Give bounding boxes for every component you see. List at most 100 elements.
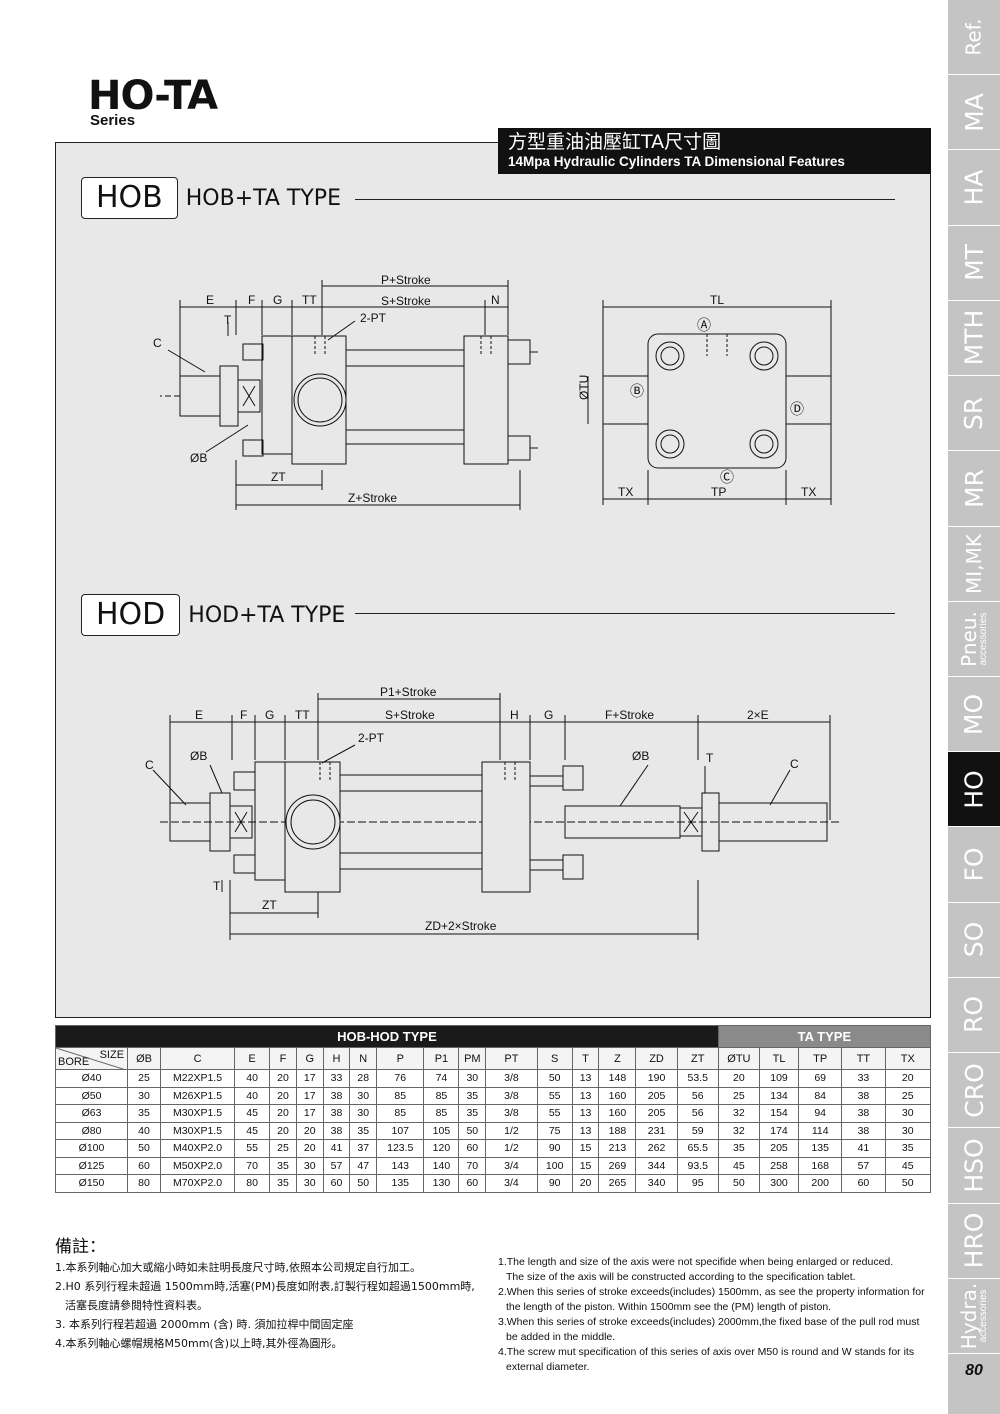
hob-end-view: TL ØTU TX TP TX Ⓐ Ⓑ Ⓒ Ⓓ [577, 293, 832, 505]
table-cell: 35 [127, 1104, 161, 1123]
table-cell: 30 [349, 1104, 378, 1123]
table-cell: 20 [295, 1121, 324, 1140]
tab-fo[interactable]: FO [948, 827, 1000, 903]
table-cell: 3/8 [485, 1104, 538, 1123]
table-cell: 70 [234, 1156, 271, 1175]
tab-label: MI,MK [962, 533, 987, 594]
tab-mth[interactable]: MTH [948, 301, 1000, 377]
table-cell: 188 [598, 1121, 637, 1140]
table-cell: 140 [423, 1156, 460, 1175]
hod-dim-c2: C [790, 757, 799, 771]
hob-box: HOB [81, 177, 178, 219]
table-cell: 1/2 [485, 1139, 538, 1158]
tab-label: HRO [959, 1212, 989, 1269]
table-cell: 20 [269, 1086, 297, 1105]
series-subtitle: Series [90, 112, 136, 129]
hob-dim-tx2: TX [801, 485, 816, 499]
tab-ha[interactable]: HA [948, 150, 1000, 226]
table-cell: M22XP1.5 [159, 1069, 236, 1088]
tab-label: HA [959, 169, 989, 206]
tab-cro[interactable]: CRO [948, 1053, 1000, 1129]
notes-english: 1.The length and size of the axis were n… [498, 1255, 928, 1375]
tab-mt[interactable]: MT [948, 226, 1000, 301]
hob-dim-tx1: TX [618, 485, 633, 499]
table-cell: 135 [798, 1139, 843, 1158]
tab-hydra[interactable]: Hydra.accessories [948, 1279, 1000, 1354]
tab-hso[interactable]: HSO [948, 1128, 1000, 1204]
tab-ro[interactable]: RO [948, 978, 1000, 1054]
table-cell: 35 [884, 1139, 932, 1158]
hob-dim-t: T [224, 313, 232, 327]
table-cell: 90 [536, 1139, 573, 1158]
table-cell: 160 [598, 1104, 637, 1123]
notes-heading: 備註： [55, 1237, 106, 1257]
note-en-4b: external diameter. [506, 1361, 590, 1373]
table-cell: 70 [458, 1156, 487, 1175]
tab-sublabel: accessories [978, 612, 990, 666]
table-cell: 30 [295, 1156, 324, 1175]
table-cell: 107 [376, 1121, 425, 1140]
hob-dim-tp: TP [711, 485, 726, 499]
tab-label: MTH [959, 310, 989, 366]
table-cell: 38 [841, 1086, 886, 1105]
tab-mo[interactable]: MO [948, 677, 1000, 753]
table-cell: 76 [376, 1069, 425, 1088]
table-cell: 30 [884, 1121, 932, 1140]
tab-hro[interactable]: HRO [948, 1204, 1000, 1279]
hob-dim-tt: TT [302, 293, 317, 307]
column-header: F [269, 1047, 297, 1070]
tab-sr[interactable]: SR [948, 376, 1000, 452]
tab-label: Pneu. [957, 611, 982, 667]
tab-label: Hydra. [957, 1282, 981, 1350]
hob-dim-tl: TL [710, 293, 724, 307]
table-cell: 13 [571, 1121, 600, 1140]
table-cell: 120 [423, 1139, 460, 1158]
column-header: ØTU [717, 1047, 760, 1070]
table-cell: 30 [349, 1086, 378, 1105]
table-cell: 56 [676, 1104, 719, 1123]
table-cell: 50 [458, 1121, 487, 1140]
table-cell: 30 [295, 1174, 324, 1193]
tab-ref[interactable]: Ref. [948, 0, 1000, 76]
table-cell: 35 [458, 1104, 487, 1123]
page-number: 80 [965, 1362, 983, 1379]
table-cell: 174 [758, 1121, 800, 1140]
tab-ho[interactable]: HO [948, 752, 1000, 828]
table-cell: 84 [798, 1086, 843, 1105]
hob-rule [355, 199, 895, 200]
notes-chinese: 1.本系列軸心加大或縮小時如未註明長度尺寸時,依照本公司規定自行加工。 2.H0… [55, 1258, 485, 1353]
table-cell: 262 [635, 1139, 678, 1158]
table-cell: 75 [536, 1121, 573, 1140]
table-cell: 35 [269, 1174, 297, 1193]
table-cell: 33 [841, 1069, 886, 1088]
tab-so[interactable]: SO [948, 903, 1000, 978]
page-title-en: 14Mpa Hydraulic Cylinders TA Dimensional… [508, 154, 845, 169]
column-header: C [159, 1047, 236, 1070]
table-cell: 200 [798, 1174, 843, 1193]
tab-mr[interactable]: MR [948, 451, 1000, 527]
table-cell: 95 [676, 1174, 719, 1193]
hob-side-view: E F G TT P+Stroke S+Stroke N T 2-PT C ØB… [153, 273, 538, 510]
table-cell: 17 [295, 1086, 324, 1105]
table-cell: 25 [884, 1086, 932, 1105]
table-cell: 25 [127, 1069, 161, 1088]
hod-dim-h: H [510, 708, 519, 722]
table-cell: 50 [127, 1139, 161, 1158]
table-cell: 3/4 [485, 1174, 538, 1193]
table-cell: 85 [423, 1104, 460, 1123]
tab-ma[interactable]: MA [948, 75, 1000, 151]
table-cell: 134 [758, 1086, 800, 1105]
hob-mark-a: Ⓐ [697, 317, 711, 333]
hod-dim-c: C [145, 758, 154, 772]
tab-mimk[interactable]: MI,MK [948, 527, 1000, 602]
table-cell: 94 [798, 1104, 843, 1123]
column-header: PM [458, 1047, 487, 1070]
table-cell: 20 [269, 1104, 297, 1123]
table-cell: 20 [295, 1139, 324, 1158]
table-cell: 60 [458, 1139, 487, 1158]
hod-type-name: HOD+TA TYPE [188, 602, 346, 628]
tab-pneu[interactable]: Pneu.accessories [948, 602, 1000, 677]
